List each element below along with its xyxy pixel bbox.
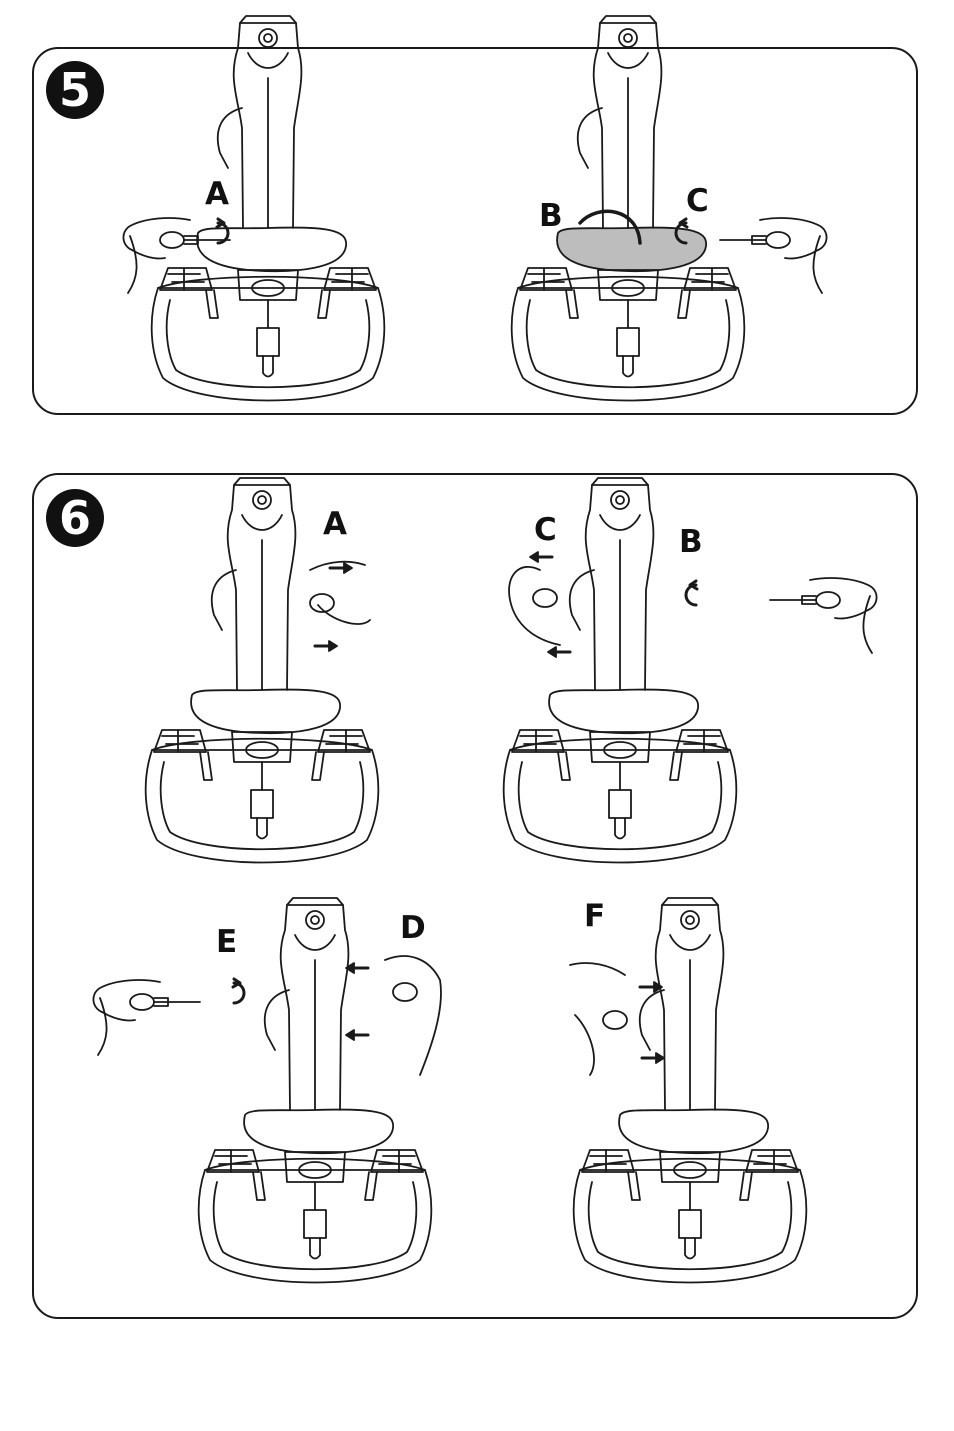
step-6-figure-a-arrows xyxy=(310,562,370,651)
step-5-figure-a xyxy=(152,16,385,401)
step-6-figure-b-arrow xyxy=(686,581,697,605)
step-6-figure-f-arrows xyxy=(570,963,664,1075)
step-6-figure-e-hand xyxy=(93,980,200,1055)
step-6-figure-c-arrows xyxy=(509,552,570,657)
step-6-figure-a xyxy=(146,478,379,863)
step-5-figure-c-hand xyxy=(720,218,827,293)
step-6-figure-d-arrows xyxy=(346,956,441,1075)
step-6-figure-e-arrow xyxy=(233,979,244,1003)
step-6-figure-e xyxy=(199,898,432,1283)
step-5-figure-b xyxy=(512,16,745,401)
step-6-figure-b-hand xyxy=(770,578,877,653)
step-6-figure-b xyxy=(504,478,737,863)
step-6-figure-f xyxy=(574,898,807,1283)
